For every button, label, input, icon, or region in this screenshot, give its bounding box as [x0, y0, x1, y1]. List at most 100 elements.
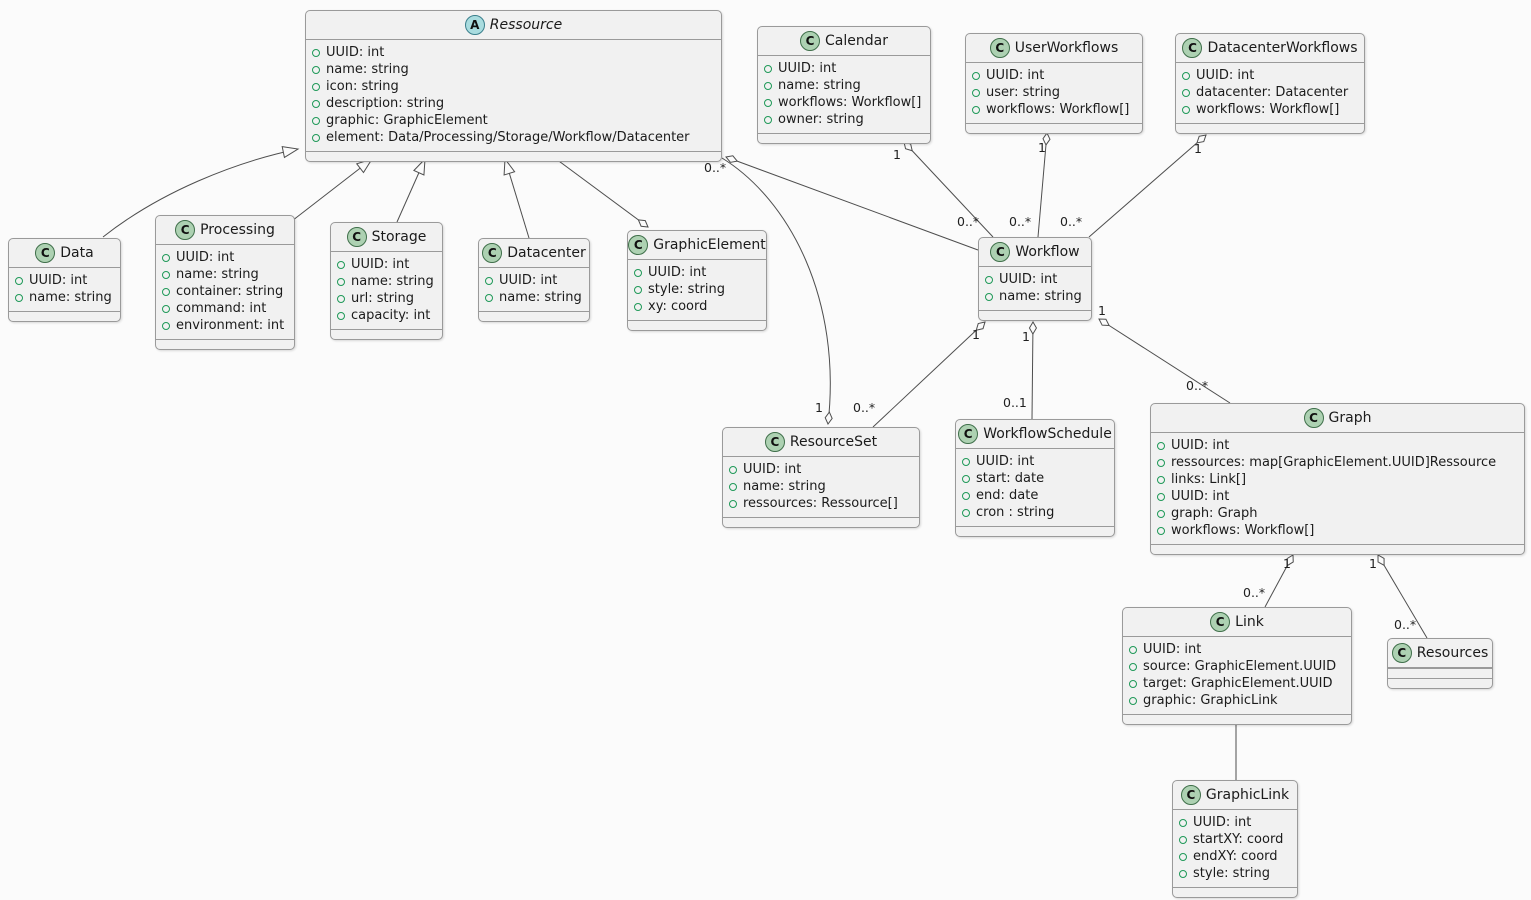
- attribute-text: source: GraphicElement.UUID: [1143, 659, 1337, 674]
- visibility-icon: [764, 64, 772, 73]
- visibility-icon: [764, 81, 772, 90]
- attribute-text: end: date: [976, 488, 1039, 503]
- visibility-icon: [162, 287, 170, 296]
- class-icon: C: [1210, 612, 1231, 632]
- class-name: Link: [1235, 614, 1264, 630]
- class-attribute: style: string: [1179, 865, 1291, 882]
- visibility-icon: [1157, 441, 1165, 450]
- class-attribute: UUID: int: [1157, 437, 1518, 454]
- class-name: UserWorkflows: [1014, 40, 1119, 56]
- attribute-text: datacenter: Datacenter: [1196, 85, 1349, 100]
- class-attribute: name: string: [729, 478, 913, 495]
- class-icon: C: [1180, 785, 1201, 805]
- class-attribute: UUID: int: [485, 272, 583, 289]
- class-attribute: UUID: int: [634, 264, 760, 281]
- class-attribute: name: string: [764, 77, 924, 94]
- attribute-text: UUID: int: [351, 257, 410, 272]
- class-attribute: xy: coord: [634, 298, 760, 315]
- methods-compartment: [758, 133, 930, 143]
- attribute-text: environment: int: [176, 318, 285, 333]
- methods-compartment: [723, 517, 919, 527]
- methods-compartment: [966, 123, 1142, 133]
- class-attribute: owner: string: [764, 111, 924, 128]
- visibility-icon: [972, 105, 980, 114]
- class-attribute: startXY: coord: [1179, 831, 1291, 848]
- visibility-icon: [1179, 835, 1187, 844]
- class-attribute: cron : string: [962, 504, 1108, 521]
- class-attribute: source: GraphicElement.UUID: [1129, 658, 1345, 675]
- class-attribute: UUID: int: [1157, 488, 1518, 505]
- class-attribute: UUID: int: [337, 256, 436, 273]
- class-name: DatacenterWorkflows: [1207, 40, 1358, 56]
- visibility-icon: [337, 260, 345, 269]
- attribute-text: UUID: int: [29, 273, 88, 288]
- class-attribute: ressources: Ressource[]: [729, 495, 913, 512]
- class-attribute: start: date: [962, 470, 1108, 487]
- class-attribute: element: Data/Processing/Storage/Workflo…: [312, 129, 715, 146]
- attribute-text: UUID: int: [976, 454, 1035, 469]
- class-attribute: style: string: [634, 281, 760, 298]
- methods-compartment: [331, 329, 442, 339]
- edge-datacenterworkflows-workflow: [1088, 134, 1207, 238]
- visibility-icon: [985, 275, 993, 284]
- attribute-text: url: string: [351, 291, 415, 306]
- class-icon: C: [35, 243, 56, 263]
- attribute-text: command: int: [176, 301, 267, 316]
- attribute-text: UUID: int: [743, 462, 802, 477]
- visibility-icon: [485, 293, 493, 302]
- attribute-text: UUID: int: [999, 272, 1058, 287]
- edge-inherit-data-ressource: [102, 146, 300, 238]
- methods-compartment: [956, 526, 1114, 536]
- attribute-text: name: string: [778, 78, 861, 93]
- attribute-text: graphic: GraphicElement: [326, 113, 488, 128]
- class-name: Resources: [1416, 645, 1489, 661]
- class-attribute: capacity: int: [337, 307, 436, 324]
- class-attribute: UUID: int: [1182, 67, 1358, 84]
- multiplicity-label: 0..*: [1009, 214, 1032, 229]
- class-name: GraphicElement: [653, 237, 766, 253]
- visibility-icon: [972, 71, 980, 80]
- attribute-text: graphic: GraphicLink: [1143, 693, 1278, 708]
- multiplicity-label: 1: [1038, 140, 1046, 155]
- class-attribute: UUID: int: [985, 271, 1085, 288]
- methods-compartment: [306, 151, 721, 161]
- visibility-icon: [634, 268, 642, 277]
- class-attribute: description: string: [312, 95, 715, 112]
- methods-compartment: [1388, 678, 1492, 688]
- attribute-text: style: string: [648, 282, 726, 297]
- visibility-icon: [634, 302, 642, 311]
- class-attribute: graph: Graph: [1157, 505, 1518, 522]
- visibility-icon: [1157, 458, 1165, 467]
- class-attribute: icon: string: [312, 78, 715, 95]
- edge-calendar-workflow: [903, 141, 994, 238]
- visibility-icon: [312, 116, 320, 125]
- multiplicity-label: 0..*: [1243, 585, 1266, 600]
- multiplicity-label: 1: [1369, 556, 1377, 571]
- class-attribute: UUID: int: [962, 453, 1108, 470]
